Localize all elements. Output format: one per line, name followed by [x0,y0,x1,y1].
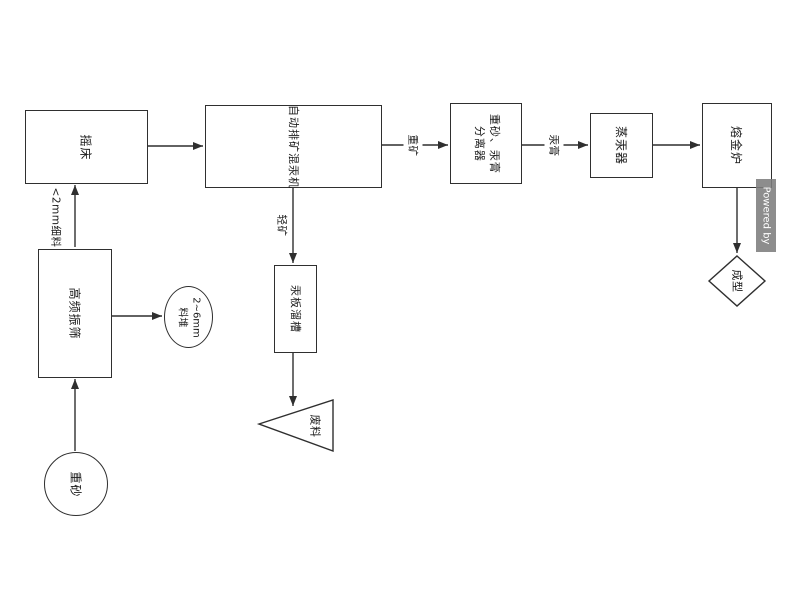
watermark-text: Powered by [760,186,772,245]
node-mercury-plate-chute: 汞板溜槽 [274,265,317,353]
node-shaking-table-label: 摇床 [78,133,93,161]
node-amalgamator-label: 自动排矿混汞机 [286,104,300,189]
node-vibrating-screen: 高频振筛 [38,249,112,378]
node-heavy-sand-label: 重砂 [68,470,83,498]
node-smelting-furnace-label: 熔金炉 [729,125,744,166]
node-smelting-furnace: 熔金炉 [702,103,772,188]
waste-triangle [256,399,334,453]
node-stockpile-label: 2~6mm料堆 [176,296,202,338]
node-heavy-sand: 重砂 [44,452,108,516]
node-separator: 重砂、汞膏分离器 [450,103,522,184]
node-amalgamator: 自动排矿混汞机 [205,104,382,189]
node-mercury-plate-chute-label: 汞板溜槽 [288,285,302,333]
node-retort-label: 蒸汞器 [613,125,628,166]
node-retort: 蒸汞器 [590,113,653,178]
node-stockpile: 2~6mm料堆 [164,286,213,348]
node-shaking-table: 摇床 [25,110,148,184]
forming-diamond [707,255,767,307]
node-separator-label: 重砂、汞膏分离器 [473,113,501,174]
watermark: Powered by [756,179,776,252]
node-vibrating-screen-label: 高频振筛 [67,287,82,340]
